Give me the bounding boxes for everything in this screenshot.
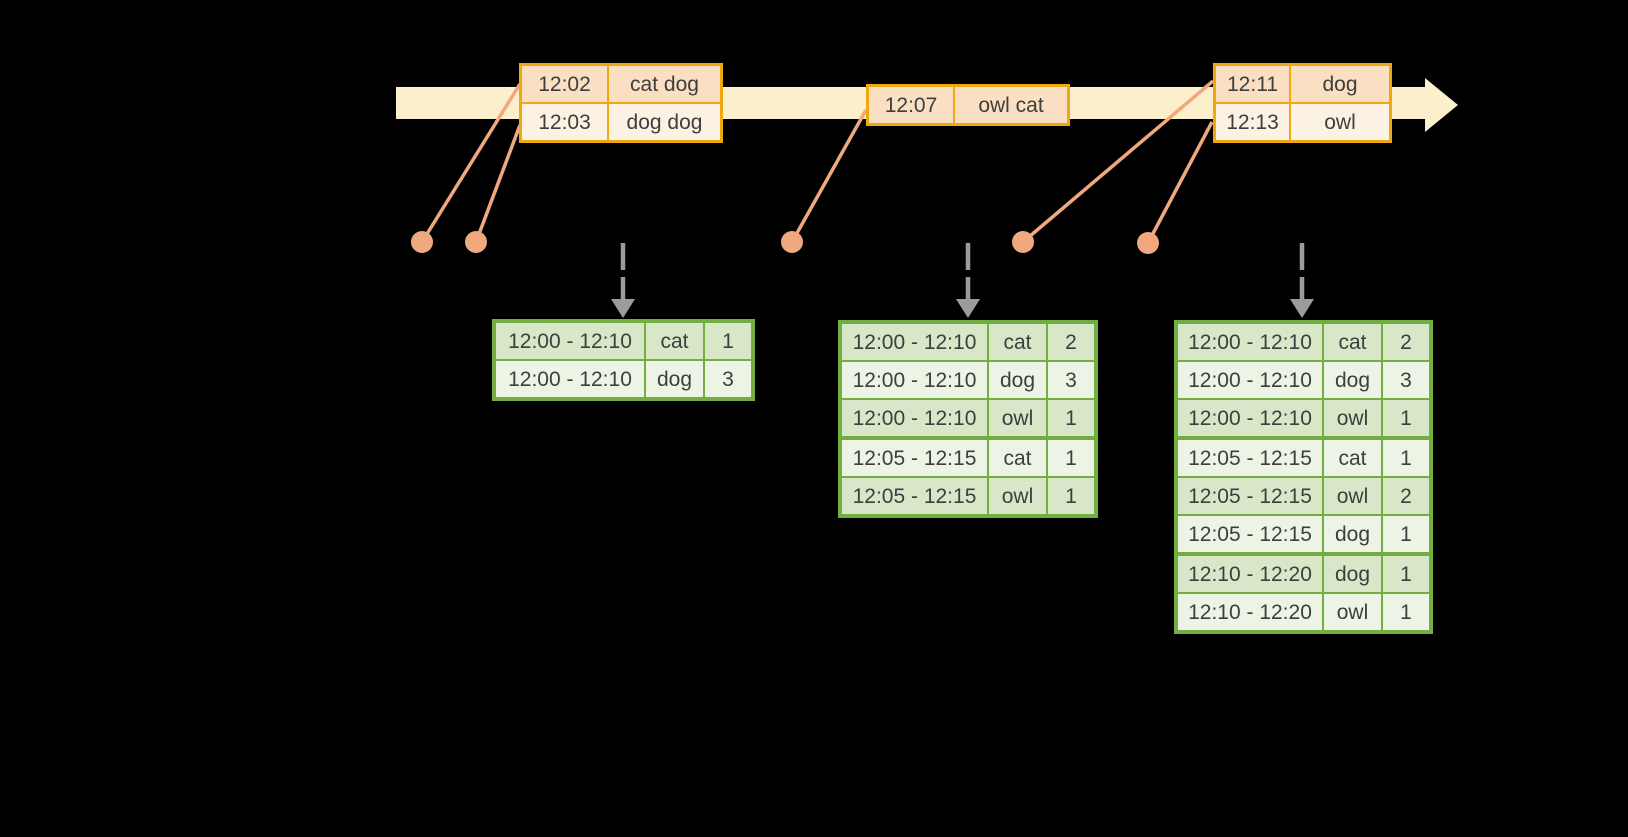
result-window-cell: 12:00 - 12:10	[496, 323, 644, 359]
timeline-arrowhead-icon	[1425, 78, 1458, 132]
event-connector-line	[790, 109, 868, 243]
event-time-cell: 12:03	[522, 104, 607, 140]
result-count-cell: 1	[1048, 400, 1094, 436]
event-connector-line	[474, 124, 522, 243]
event-time-cell: 12:02	[522, 66, 607, 102]
result-word-cell: cat	[1324, 324, 1381, 360]
result-window-cell: 12:00 - 12:10	[842, 324, 987, 360]
result-count-cell: 1	[1383, 440, 1429, 476]
result-window-cell: 12:05 - 12:15	[1178, 440, 1322, 476]
event-time-cell: 12:13	[1216, 104, 1289, 140]
event-time-cell: 12:11	[1216, 66, 1289, 102]
result-word-cell: cat	[1324, 440, 1381, 476]
trigger-arrowhead-icon	[1290, 299, 1314, 318]
result-count-cell: 1	[1383, 400, 1429, 436]
result-word-cell: dog	[1324, 516, 1381, 552]
result-word-cell: owl	[989, 400, 1046, 436]
event-connector-lines	[420, 79, 1215, 244]
result-word-cell: cat	[646, 323, 703, 359]
result-window-cell: 12:05 - 12:15	[842, 440, 987, 476]
event-dot-icon	[1137, 232, 1159, 254]
result-count-cell: 3	[1383, 362, 1429, 398]
event-words-cell: cat dog	[609, 66, 720, 102]
event-connector-line	[1021, 79, 1215, 244]
result-window-cell: 12:00 - 12:10	[842, 400, 987, 436]
trigger-arrows	[611, 243, 1314, 318]
result-count-cell: 2	[1048, 324, 1094, 360]
result-window-cell: 12:10 - 12:20	[1178, 594, 1322, 630]
result-count-cell: 1	[1048, 478, 1094, 514]
result-count-cell: 1	[1383, 594, 1429, 630]
result-window-cell: 12:00 - 12:10	[496, 361, 644, 397]
result-count-cell: 3	[1048, 362, 1094, 398]
result-count-cell: 1	[705, 323, 751, 359]
result-window-cell: 12:05 - 12:15	[1178, 478, 1322, 514]
event-dots	[411, 231, 1159, 254]
result-window-cell: 12:00 - 12:10	[1178, 400, 1322, 436]
trigger-arrowhead-icon	[611, 299, 635, 318]
result-window-cell: 12:05 - 12:15	[842, 478, 987, 514]
result-count-cell: 1	[1383, 516, 1429, 552]
result-word-cell: dog	[1324, 556, 1381, 592]
result-word-cell: owl	[1324, 478, 1381, 514]
event-dot-icon	[781, 231, 803, 253]
result-word-cell: dog	[646, 361, 703, 397]
result-count-cell: 2	[1383, 478, 1429, 514]
result-count-cell: 3	[705, 361, 751, 397]
event-words-cell: dog dog	[609, 104, 720, 140]
result-word-cell: cat	[989, 324, 1046, 360]
result-word-cell: cat	[989, 440, 1046, 476]
result-count-cell: 1	[1383, 556, 1429, 592]
event-time-cell: 12:07	[869, 87, 953, 123]
event-words-cell: owl	[1291, 104, 1389, 140]
result-window-cell: 12:10 - 12:20	[1178, 556, 1322, 592]
result-window-cell: 12:00 - 12:10	[1178, 362, 1322, 398]
event-words-cell: owl cat	[955, 87, 1067, 123]
result-count-cell: 2	[1383, 324, 1429, 360]
event-connector-line	[1146, 121, 1214, 244]
result-count-cell: 1	[1048, 440, 1094, 476]
trigger-arrowhead-icon	[956, 299, 980, 318]
result-window-cell: 12:05 - 12:15	[1178, 516, 1322, 552]
result-word-cell: owl	[1324, 594, 1381, 630]
result-word-cell: dog	[1324, 362, 1381, 398]
event-dot-icon	[411, 231, 433, 253]
event-connector-line	[420, 83, 522, 243]
result-window-cell: 12:00 - 12:10	[842, 362, 987, 398]
result-word-cell: dog	[989, 362, 1046, 398]
result-window-cell: 12:00 - 12:10	[1178, 324, 1322, 360]
event-dot-icon	[1012, 231, 1034, 253]
result-word-cell: owl	[1324, 400, 1381, 436]
result-word-cell: owl	[989, 478, 1046, 514]
event-words-cell: dog	[1291, 66, 1389, 102]
event-dot-icon	[465, 231, 487, 253]
